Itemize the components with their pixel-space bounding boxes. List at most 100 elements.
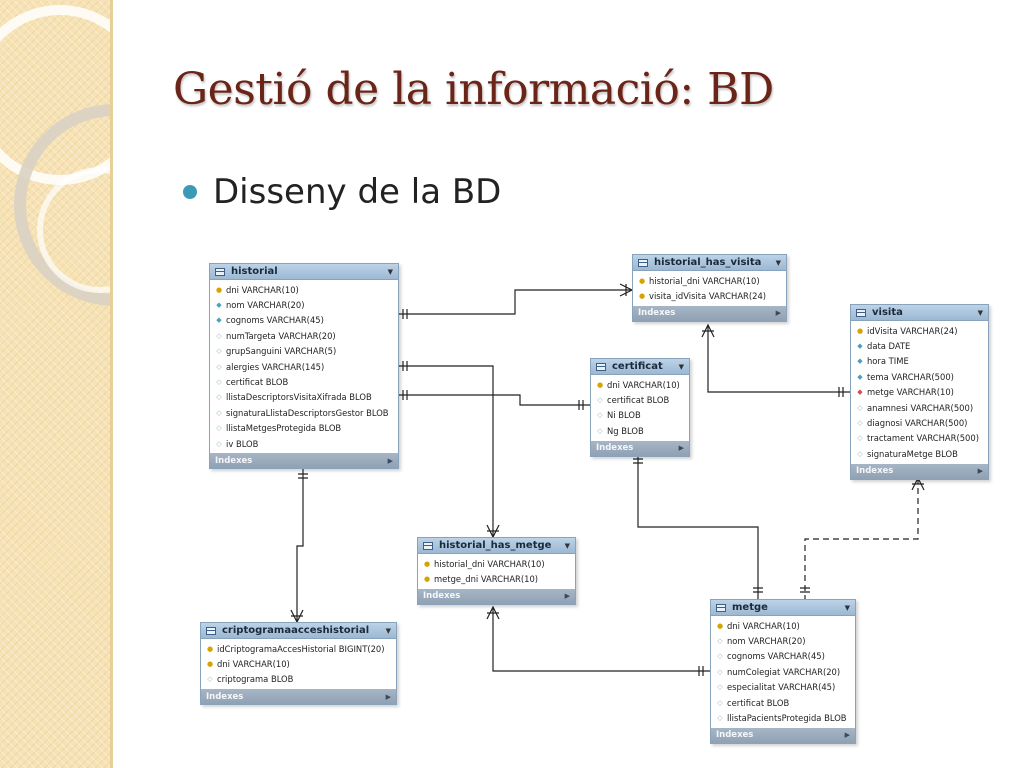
column-diamond-outline-icon: ◇ (597, 411, 603, 420)
column-label: certificat BLOB (607, 395, 670, 406)
column-label: grupSanguini VARCHAR(5) (226, 346, 337, 357)
column-row: ◇signaturaLlistaDescriptorsGestor BLOB (210, 405, 398, 420)
expand-right-icon[interactable]: ▶ (387, 456, 393, 465)
entity-header[interactable]: certificat ▼ (591, 359, 689, 375)
entity-visita[interactable]: visita ▼ ●idVisita VARCHAR(24) ◆data DAT… (850, 304, 989, 480)
column-diamond-icon: ◆ (216, 316, 222, 325)
column-row: ●dni VARCHAR(10) (711, 618, 855, 633)
column-diamond-outline-icon: ◇ (717, 637, 723, 646)
column-row: ◇iv BLOB (210, 436, 398, 451)
primary-key-icon: ● (596, 380, 604, 389)
column-label: criptograma BLOB (217, 674, 294, 685)
primary-key-icon: ● (423, 575, 431, 584)
column-diamond-outline-icon: ◇ (857, 403, 863, 412)
entity-indexes-bar[interactable]: Indexes ▶ (851, 463, 988, 479)
expand-right-icon[interactable]: ▶ (977, 467, 983, 476)
entity-indexes-bar[interactable]: Indexes ▶ (711, 727, 855, 743)
column-label: cognoms VARCHAR(45) (727, 651, 825, 662)
column-label: nom VARCHAR(20) (226, 300, 305, 311)
column-row: ●metge_dni VARCHAR(10) (418, 571, 575, 586)
entity-indexes-bar[interactable]: Indexes ▶ (201, 689, 396, 705)
rel-visita-historial-has-visita (707, 325, 850, 393)
column-label: diagnosi VARCHAR(500) (867, 418, 968, 429)
entity-name: criptogramaacceshistorial (222, 625, 370, 636)
column-row: ◇ Ng BLOB (591, 423, 689, 438)
column-row: ◇ Ni BLOB (591, 408, 689, 423)
column-row: ◇cognoms VARCHAR(45) (711, 649, 855, 664)
table-icon (856, 308, 866, 317)
column-label: dni VARCHAR(10) (217, 659, 290, 670)
table-icon (596, 362, 606, 371)
column-diamond-outline-icon: ◇ (216, 378, 222, 387)
entity-header[interactable]: metge ▼ (711, 600, 855, 616)
entity-metge[interactable]: metge ▼ ●dni VARCHAR(10) ◇ nom VARCHAR(20… (710, 599, 856, 744)
primary-key-icon: ● (716, 621, 724, 630)
entity-name: historial_has_metge (439, 540, 552, 551)
column-label: llistaMetgesProtegida BLOB (226, 423, 342, 434)
column-label: iv BLOB (226, 438, 259, 449)
entity-historial-has-visita[interactable]: historial_has_visita ▼ ●historial_dni VA… (632, 254, 787, 322)
entity-indexes-bar[interactable]: Indexes ▶ (210, 453, 398, 469)
entity-indexes-bar[interactable]: Indexes ▶ (633, 305, 786, 321)
indexes-label: Indexes (596, 443, 634, 454)
primary-key-icon: ● (423, 559, 431, 568)
rel-historial-historial-has-metge (398, 365, 494, 537)
column-diamond-icon: ◆ (216, 301, 222, 310)
entity-historial-has-metge[interactable]: historial_has_metge ▼ ●historial_dni VAR… (417, 537, 576, 605)
chevron-down-icon[interactable]: ▼ (977, 308, 983, 317)
rel-historial-certificat (398, 394, 590, 406)
column-diamond-icon: ◆ (857, 342, 863, 351)
expand-right-icon[interactable]: ▶ (385, 692, 391, 701)
indexes-label: Indexes (716, 730, 754, 741)
column-row: ◆data DATE (851, 338, 988, 353)
expand-right-icon[interactable]: ▶ (775, 309, 781, 318)
column-diamond-outline-icon: ◇ (597, 426, 603, 435)
indexes-label: Indexes (206, 691, 244, 702)
entity-header[interactable]: historial_has_metge ▼ (418, 538, 575, 554)
column-label: numTargeta VARCHAR(20) (226, 330, 336, 341)
entity-indexes-bar[interactable]: Indexes ▶ (591, 440, 689, 456)
primary-key-icon: ● (206, 644, 214, 653)
column-row: ◇criptograma BLOB (201, 672, 396, 687)
column-row: ◇llistaMetgesProtegida BLOB (210, 421, 398, 436)
column-label: idCriptogramaAccesHistorial BIGINT(20) (217, 643, 385, 654)
entity-name: historial_has_visita (654, 257, 762, 268)
column-diamond-outline-icon: ◇ (216, 362, 222, 371)
chevron-down-icon[interactable]: ▼ (678, 362, 684, 371)
column-label: anamnesi VARCHAR(500) (867, 402, 974, 413)
decorative-rings (0, 5, 113, 306)
entity-header[interactable]: criptogramaacceshistorial ▼ (201, 623, 396, 639)
chevron-down-icon[interactable]: ▼ (775, 258, 781, 267)
chevron-down-icon[interactable]: ▼ (385, 626, 391, 635)
expand-right-icon[interactable]: ▶ (844, 731, 850, 740)
column-label: llistaDescriptorsVisitaXifrada BLOB (226, 392, 372, 403)
column-row: ◇especialitat VARCHAR(45) (711, 680, 855, 695)
column-label: Ni BLOB (607, 410, 641, 421)
expand-right-icon[interactable]: ▶ (564, 592, 570, 601)
chevron-down-icon[interactable]: ▼ (844, 603, 850, 612)
column-label: nom VARCHAR(20) (727, 636, 806, 647)
column-row: ◇ nom VARCHAR(20) (711, 633, 855, 648)
column-row: ◆ nom VARCHAR(20) (210, 297, 398, 312)
expand-right-icon[interactable]: ▶ (678, 444, 684, 453)
entity-header[interactable]: visita ▼ (851, 305, 988, 321)
entity-indexes-bar[interactable]: Indexes ▶ (418, 588, 575, 604)
slide-title: Gestió de la informació: BD (173, 64, 774, 115)
entity-header[interactable]: historial_has_visita ▼ (633, 255, 786, 271)
column-diamond-outline-icon: ◇ (216, 347, 222, 356)
chevron-down-icon[interactable]: ▼ (564, 541, 570, 550)
entity-certificat[interactable]: certificat ▼ ●dni VARCHAR(10) ◇certifica… (590, 358, 690, 457)
column-row: ◆cognoms VARCHAR(45) (210, 313, 398, 328)
column-label: signaturaLlistaDescriptorsGestor BLOB (226, 407, 389, 418)
table-icon (423, 541, 433, 550)
entity-historial[interactable]: historial ▼ ●dni VARCHAR(10) ◆nom VARCHA… (209, 263, 399, 470)
column-row: ◇tractament VARCHAR(500) (851, 431, 988, 446)
primary-key-icon: ● (206, 660, 214, 669)
entity-criptogramaacceshistorial[interactable]: criptogramaacceshistorial ▼ ●idCriptogra… (200, 622, 397, 706)
chevron-down-icon[interactable]: ▼ (387, 267, 393, 276)
column-row: ●idVisita VARCHAR(24) (851, 323, 988, 338)
rel-visita-metge (804, 478, 919, 599)
column-label: Ng BLOB (607, 425, 644, 436)
column-row: ◆metge VARCHAR(10) (851, 385, 988, 400)
entity-header[interactable]: historial ▼ (210, 264, 398, 280)
